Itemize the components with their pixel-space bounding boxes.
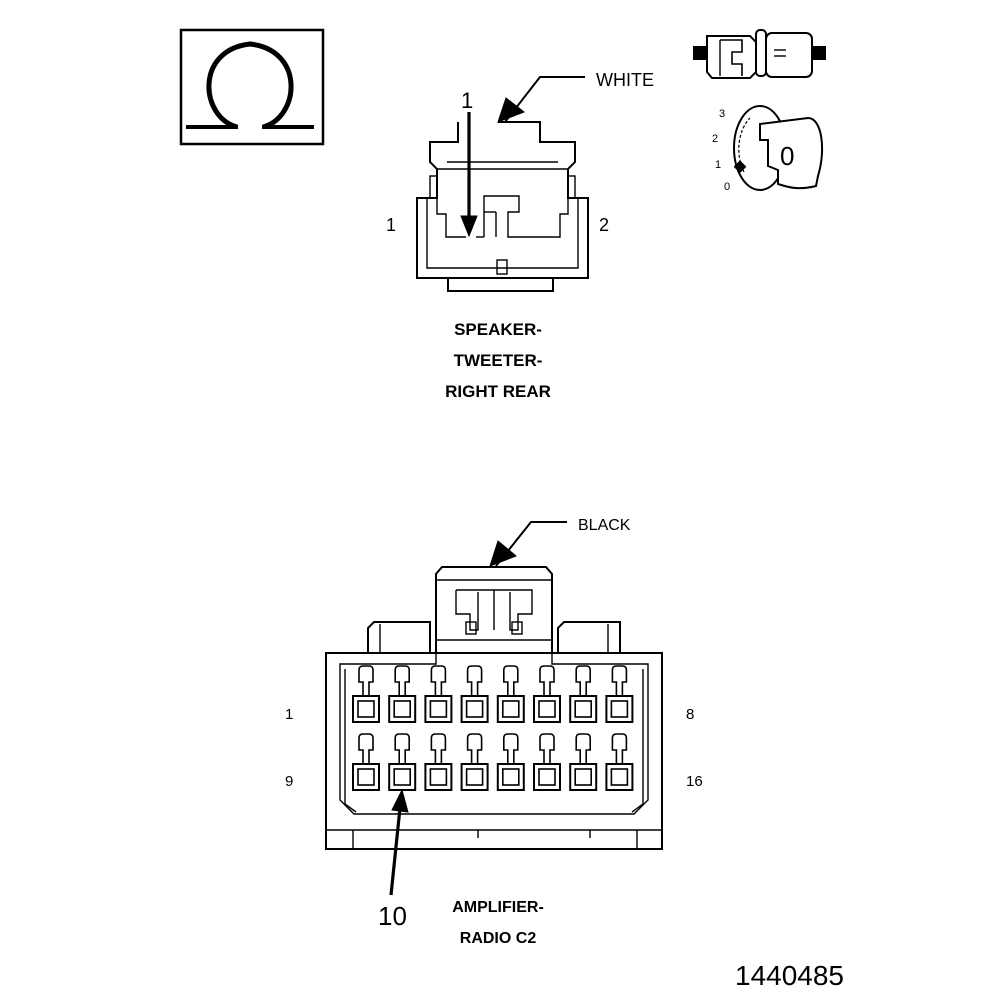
key-position-1: 1 bbox=[715, 159, 721, 171]
key-label: 0 bbox=[780, 141, 794, 171]
connector-color-label: WHITE bbox=[596, 70, 654, 90]
white-callout-leader bbox=[504, 76, 585, 123]
row1-right-pin-label: 8 bbox=[686, 706, 694, 723]
tweeter-connector: WHITE 1 1 2 SPEAKER- TWEETER- RIGHT REAR bbox=[386, 70, 654, 401]
ohm-meter-icon bbox=[179, 28, 325, 146]
pin-cavity-9 bbox=[352, 733, 380, 791]
row2-right-pin-label: 16 bbox=[686, 773, 703, 790]
pin-cavity-6 bbox=[533, 665, 561, 723]
pin-cavity-13 bbox=[496, 733, 525, 791]
pin-cavity-3 bbox=[424, 665, 453, 723]
amplifier-connector: BLACK bbox=[285, 517, 703, 947]
connector-color-label: BLACK bbox=[578, 517, 631, 534]
pin-cavity-15 bbox=[569, 733, 598, 791]
key-position-0: 0 bbox=[724, 181, 730, 193]
callout-arrowhead bbox=[391, 788, 409, 813]
figure-id: 1440485 bbox=[735, 960, 844, 991]
connector-title-line-2: RADIO C2 bbox=[460, 930, 537, 947]
black-callout-arrowhead bbox=[489, 540, 517, 567]
pin-cavity-5 bbox=[496, 665, 525, 723]
callout-arrowhead bbox=[460, 215, 478, 238]
pin-cavity-2 bbox=[388, 665, 417, 723]
pin-cavity-10 bbox=[388, 733, 417, 791]
pin-cavity-grid bbox=[352, 665, 634, 791]
pin-cavity-14 bbox=[533, 733, 561, 791]
pin-label-right: 2 bbox=[599, 215, 609, 235]
callout-number: 1 bbox=[461, 88, 473, 113]
connector-title-line-1: SPEAKER- bbox=[454, 320, 542, 339]
callout-arrow-shaft bbox=[389, 807, 402, 896]
pin-cavity-4 bbox=[460, 665, 489, 723]
pin-cavity-8 bbox=[605, 665, 634, 723]
white-callout-arrowhead bbox=[497, 97, 526, 123]
pin-cavity-1 bbox=[352, 665, 380, 723]
connector-title-line-1: AMPLIFIER- bbox=[452, 899, 544, 916]
pin-cavity-7 bbox=[569, 665, 598, 723]
connector-title-line-3: RIGHT REAR bbox=[445, 382, 551, 401]
tweeter-connector-body bbox=[416, 121, 589, 292]
row2-left-pin-label: 9 bbox=[285, 773, 293, 790]
key-position-3: 3 bbox=[719, 108, 725, 120]
connector-title-line-2: TWEETER- bbox=[454, 351, 543, 370]
callout-number: 10 bbox=[378, 901, 407, 931]
connector-plug-icon bbox=[693, 29, 826, 79]
pin-cavity-12 bbox=[460, 733, 489, 791]
pin-cavity-16 bbox=[605, 733, 634, 791]
key-position-2: 2 bbox=[712, 133, 718, 145]
row1-left-pin-label: 1 bbox=[285, 706, 293, 723]
amplifier-connector-body bbox=[325, 566, 663, 850]
pin-label-left: 1 bbox=[386, 215, 396, 235]
pin-cavity-11 bbox=[424, 733, 453, 791]
ignition-key-icon: 3 2 1 0 0 bbox=[712, 105, 824, 193]
